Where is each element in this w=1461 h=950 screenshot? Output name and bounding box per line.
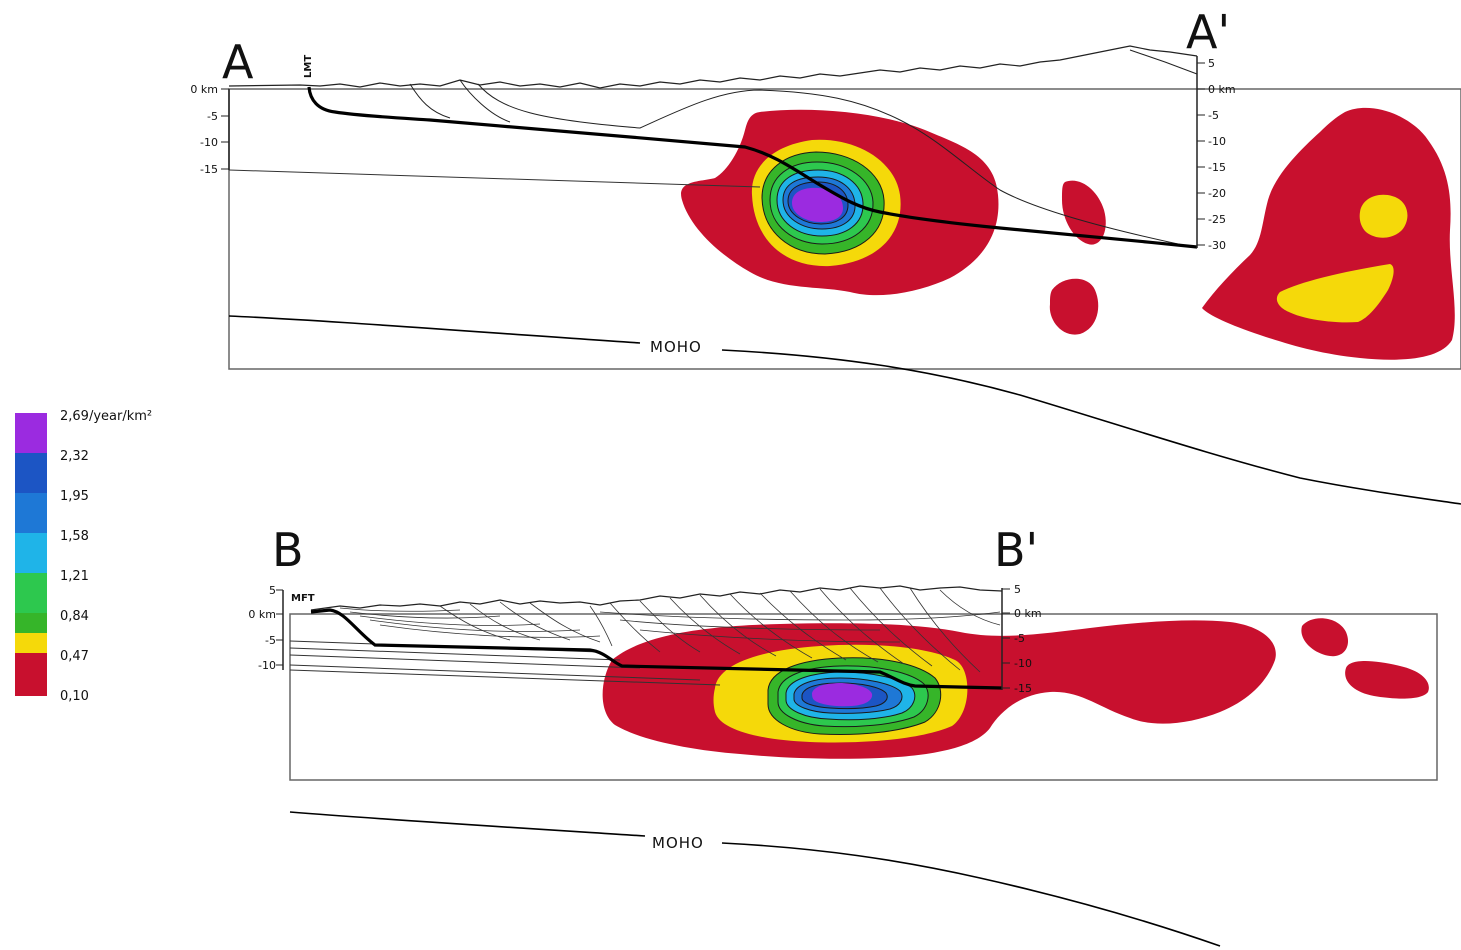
legend-label: 1,95: [60, 489, 89, 504]
section-b-density-small: [1345, 661, 1429, 699]
tick-label: -5: [265, 634, 276, 647]
section-a-topography: [229, 46, 1197, 88]
section-a-right-ticks: 5 0 km -5 -10 -15 -20 -25 -30: [1197, 57, 1236, 252]
tick-label: -5: [1014, 632, 1025, 645]
legend-label: 1,21: [60, 569, 89, 584]
legend-label: 2,69/year/km²: [60, 409, 152, 424]
section-a-reference-line: [229, 170, 760, 187]
section-b: 5 0 km -5 -10 5 0 km -5 -10 -15 B B' MFT…: [248, 523, 1437, 946]
tick-label: -5: [1208, 109, 1219, 122]
section-b-start-label: B: [272, 523, 304, 577]
section-a-end-label: A': [1186, 5, 1230, 59]
section-a-density-right: [1202, 108, 1455, 360]
section-a-density-main: [681, 110, 998, 295]
legend-label: 1,58: [60, 529, 89, 544]
legend-label: 0,47: [60, 649, 89, 664]
legend-swatch-195: [15, 493, 47, 533]
section-b-fault-label: MFT: [291, 593, 315, 604]
tick-label: 0 km: [248, 608, 276, 621]
tick-label: -15: [1208, 161, 1226, 174]
section-a-thrust-line: [460, 80, 510, 122]
density-legend: 2,69/year/km² 2,32 1,95 1,58 1,21 0,84 0…: [15, 409, 152, 704]
section-a-fault-label: LMT: [303, 55, 314, 78]
legend-label: 2,32: [60, 449, 89, 464]
tick-label: -15: [1014, 682, 1032, 695]
tick-label: -10: [1014, 657, 1032, 670]
tick-label: -10: [1208, 135, 1226, 148]
tick-label: 0 km: [1014, 607, 1042, 620]
tick-label: -10: [258, 659, 276, 672]
tick-label: 5: [269, 584, 276, 597]
tick-label: -15: [200, 163, 218, 176]
section-a-moho-line: [722, 350, 1461, 504]
legend-swatch-121: [15, 573, 47, 613]
section-b-moho-line: [722, 843, 1220, 946]
legend-swatch-010: [15, 653, 47, 696]
section-b-left-ticks: 5 0 km -5 -10: [248, 584, 283, 672]
section-a: 0 km -5 -10 -15 5 0 km -5 -10 -15 -20 -2…: [190, 5, 1461, 504]
tick-label: -5: [207, 110, 218, 123]
tick-label: 0 km: [1208, 83, 1236, 96]
section-b-moho-line: [290, 812, 645, 836]
legend-label: 0,10: [60, 689, 89, 704]
legend-label: 0,84: [60, 609, 89, 624]
legend-swatch-269: [15, 413, 47, 453]
tick-label: -10: [200, 136, 218, 149]
section-b-density-small: [1301, 618, 1348, 656]
legend-swatch-232: [15, 453, 47, 493]
tick-label: -30: [1208, 239, 1226, 252]
section-a-left-ticks: 0 km -5 -10 -15: [190, 83, 229, 176]
section-b-end-label: B': [994, 523, 1038, 577]
section-a-moho-label: MOHO: [650, 338, 702, 356]
density-contour-047: [1360, 195, 1408, 238]
section-a-moho-line: [229, 316, 640, 343]
section-a-start-label: A: [222, 35, 254, 89]
density-contour-010: [1202, 108, 1455, 360]
tick-label: -20: [1208, 187, 1226, 200]
section-b-moho-label: MOHO: [652, 834, 704, 852]
tick-label: 5: [1014, 583, 1021, 596]
section-b-topography: [311, 586, 1002, 610]
legend-swatch-158: [15, 533, 47, 573]
tick-label: 0 km: [190, 83, 218, 96]
section-a-density-lower: [1050, 279, 1098, 335]
tick-label: -25: [1208, 213, 1226, 226]
legend-swatch-047: [15, 633, 47, 653]
section-b-density-main: [603, 620, 1276, 758]
